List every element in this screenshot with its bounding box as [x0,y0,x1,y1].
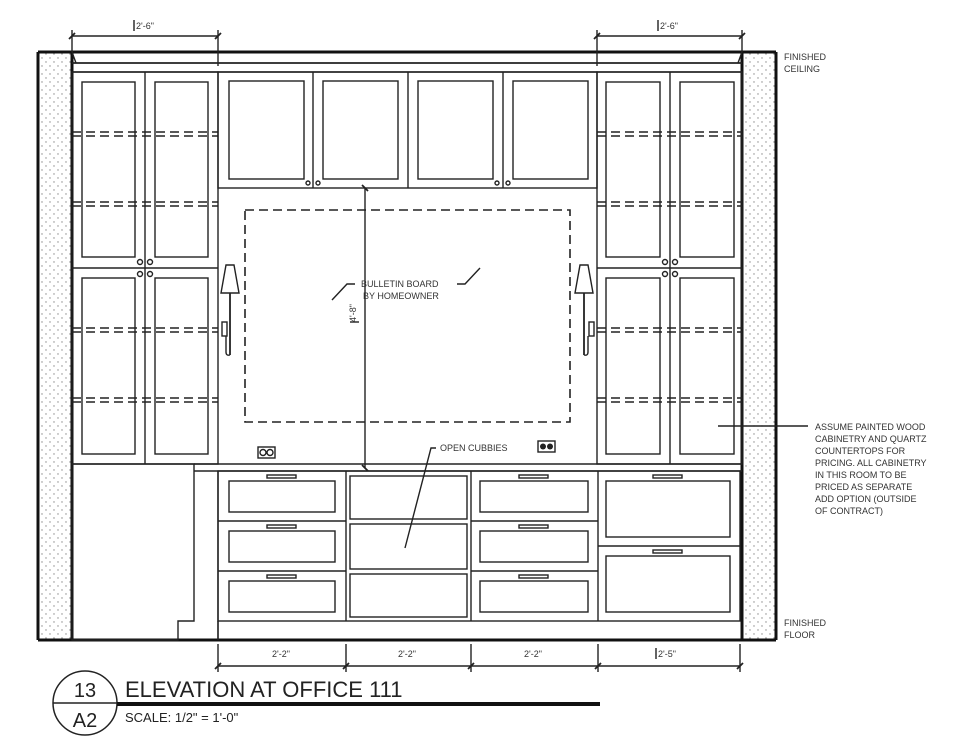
svg-text:PRICED AS SEPARATE: PRICED AS SEPARATE [815,482,912,492]
finished-ceiling-label: FINISHED [784,52,827,62]
dimension-text: 2'-5" [658,649,676,659]
outlet-right-icon [537,440,556,453]
bulletin-label: BY HOMEOWNER [363,291,439,301]
svg-text:PRICING. ALL CABINETRY: PRICING. ALL CABINETRY [815,458,927,468]
upper-center-cabinets [217,71,598,189]
lower-cabinets [217,470,741,640]
svg-text:COUNTERTOPS FOR: COUNTERTOPS FOR [815,446,906,456]
bulletin-label: BULLETIN BOARD [361,279,439,289]
finished-ceiling-label: CEILING [784,64,820,74]
svg-text:ADD OPTION (OUTSIDE: ADD OPTION (OUTSIDE [815,494,917,504]
finished-floor-label: FLOOR [784,630,816,640]
left-tall-cabinet [71,71,219,465]
dimension-text: 4'-8" [348,304,358,322]
right-tall-cabinet [596,71,743,465]
dimension-text: 2'-6" [136,21,154,31]
wall-sconce-right-icon [574,264,595,356]
drawing-title-block: 13 A2 ELEVATION AT OFFICE 111 SCALE: 1/2… [52,670,600,736]
dimension-text: 2'-2" [524,649,542,659]
drawing-scale: SCALE: 1/2" = 1'-0" [125,710,239,725]
hatched-area [71,463,195,641]
svg-text:CABINETRY AND QUARTZ: CABINETRY AND QUARTZ [815,434,927,444]
detail-number: 13 [74,680,96,702]
drawing-title: ELEVATION AT OFFICE 111 [125,677,403,702]
dimension-text: 2'-2" [272,649,290,659]
wall-sconce-left-icon [220,264,240,356]
svg-text:ASSUME PAINTED WOOD: ASSUME PAINTED WOOD [815,422,926,432]
bulletin-board [244,209,571,423]
dimension-text: 2'-2" [398,649,416,659]
left-wall [36,52,74,640]
sheet-number: A2 [73,710,97,732]
svg-text:IN THIS ROOM TO BE: IN THIS ROOM TO BE [815,470,907,480]
svg-text:OF CONTRACT): OF CONTRACT) [815,506,883,516]
top-dimension-right: 2'-6" [593,20,746,66]
finished-floor-label: FINISHED [784,618,827,628]
cabinetry-note: ASSUME PAINTED WOOD CABINETRY AND QUARTZ… [815,422,927,516]
top-dimension-left: 2'-6" [68,20,222,66]
outlet-left-icon [257,446,276,459]
bottom-dimensions: 2'-2" 2'-2" 2'-2" 2'-5" [214,644,744,672]
right-wall [740,52,778,640]
open-cubbies-label: OPEN CUBBIES [440,443,508,453]
dimension-text: 2'-6" [660,21,678,31]
